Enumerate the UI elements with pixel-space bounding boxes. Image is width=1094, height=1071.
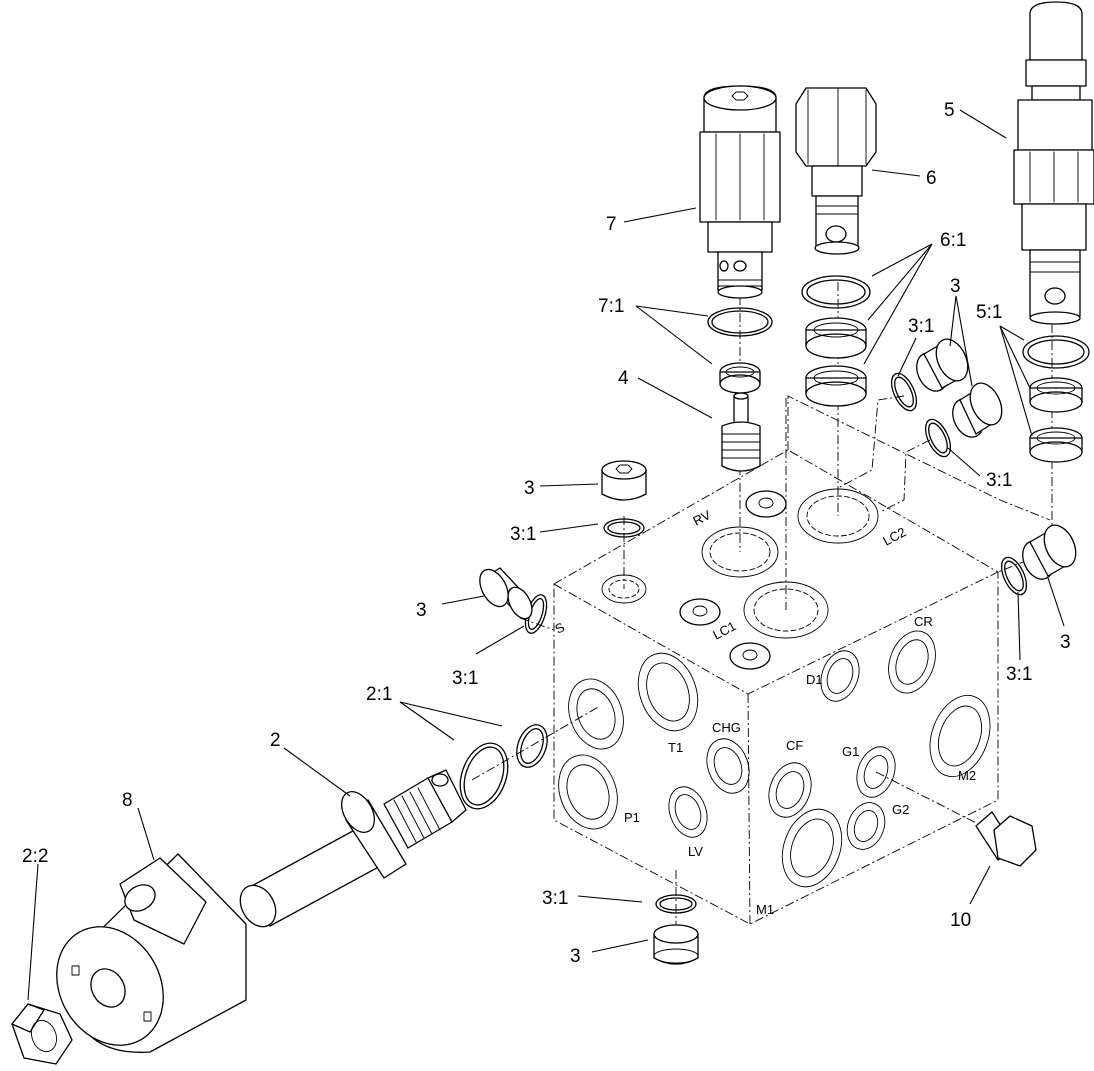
port-label-cr: CR [914, 614, 933, 629]
coil-nut-2-2 [11, 1003, 73, 1065]
callout-2: 2 [270, 730, 281, 751]
callout-3-top-plug: 3 [524, 478, 535, 499]
callout-3-1-s-port: 3:1 [452, 668, 478, 689]
solenoid-cartridge-2 [239, 769, 467, 928]
solenoid-coil-8 [56, 853, 247, 1053]
callout-3-1-right: 3:1 [1006, 664, 1032, 685]
port-label-chg: CHG [712, 720, 741, 735]
callout-labels: 2:2 8 2 2:1 3 3:1 3 3:1 4 7:1 7 6 6:1 5 … [22, 100, 1071, 967]
port-label-cf: CF [786, 738, 803, 753]
plug-10 [975, 811, 1037, 867]
callout-5-1: 5:1 [976, 302, 1002, 323]
callout-3-1-top-plug: 3:1 [510, 524, 536, 545]
port-label-lc2: LC2 [880, 524, 908, 548]
callout-3-1-upper-right: 3:1 [908, 316, 934, 337]
callout-6: 6 [926, 168, 937, 189]
pressure-relief-cartridge-7 [699, 85, 781, 299]
callout-4: 4 [618, 368, 629, 389]
port-label-p1: P1 [624, 810, 640, 825]
o-rings-and-backup-rings [459, 275, 1090, 914]
port-label-lc1: LC1 [710, 618, 738, 642]
port-label-rv: RV [690, 507, 713, 529]
callout-2-2: 2:2 [22, 846, 48, 867]
callout-10: 10 [950, 910, 971, 931]
port-label-s: S [552, 619, 567, 636]
assembly-centerlines [471, 282, 1053, 944]
port-label-g2: G2 [892, 802, 909, 817]
callout-7-1: 7:1 [598, 296, 624, 317]
callout-3-upper-right: 3 [950, 276, 961, 297]
callout-6-1: 6:1 [940, 230, 966, 251]
callout-8: 8 [122, 790, 133, 811]
callout-5: 5 [944, 100, 955, 121]
flow-control-cartridge-5 [1013, 1, 1094, 325]
port-label-lv: LV [688, 844, 703, 859]
port-label-m2: M2 [958, 768, 976, 783]
callout-7: 7 [606, 214, 617, 235]
callout-3-s-port: 3 [416, 600, 427, 621]
callout-3-1-mid-right: 3:1 [986, 470, 1012, 491]
callout-3-right: 3 [1060, 632, 1071, 653]
plugs-3 [479, 338, 1077, 965]
callout-3-bottom: 3 [570, 946, 581, 967]
manifold-block: RV LC2 LC1 S CR D1 T1 CHG CF G1 M2 G2 P1… [552, 449, 999, 925]
check-valve-cartridge-6 [795, 87, 877, 255]
poppet-spring-4 [721, 392, 761, 472]
port-label-d1: D1 [806, 672, 823, 687]
port-label-t1: T1 [668, 740, 683, 755]
callout-3-1-bottom: 3:1 [542, 888, 568, 909]
port-label-g1: G1 [842, 744, 859, 759]
leader-lines [27, 109, 1065, 1001]
port-label-m1: M1 [756, 902, 774, 917]
callout-2-1: 2:1 [366, 684, 392, 705]
